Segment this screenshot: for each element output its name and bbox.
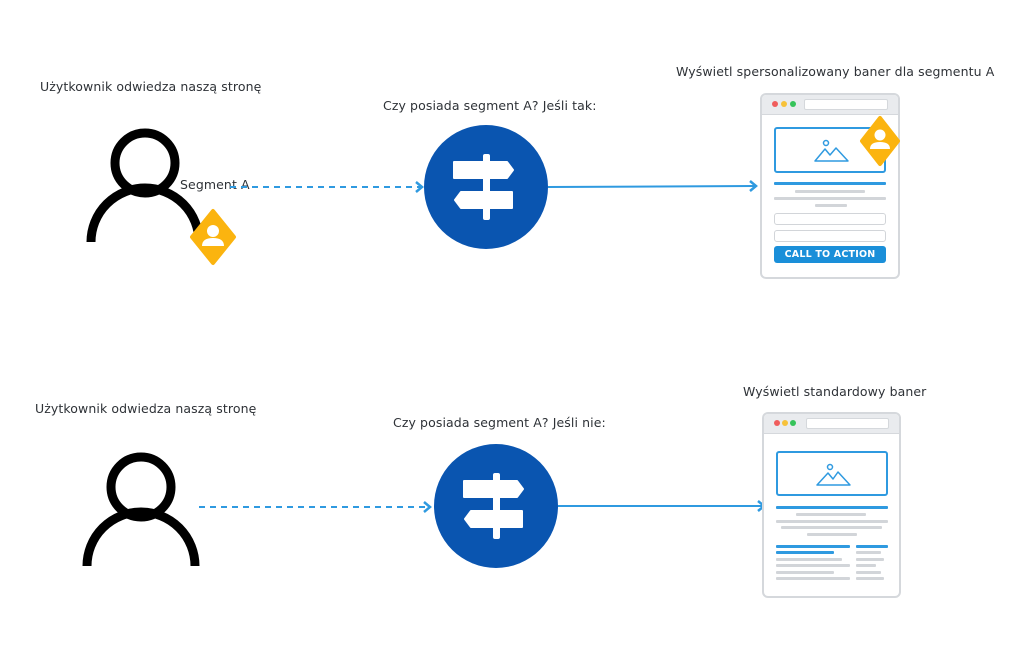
segment-label: Segment A — [180, 177, 250, 192]
text-line — [774, 197, 886, 200]
signpost-icon — [434, 444, 558, 568]
text-line — [815, 204, 847, 207]
text-line — [776, 558, 842, 561]
column-heading-line — [856, 545, 888, 548]
window-close-dot — [772, 101, 778, 107]
heading-line — [774, 182, 886, 185]
result-label: Wyświetl spersonalizowany baner dla segm… — [676, 64, 995, 79]
solid-arrow — [558, 500, 766, 512]
heading-line — [776, 506, 888, 509]
text-line — [856, 558, 884, 561]
form-field — [774, 213, 886, 225]
browser-toolbar — [762, 95, 898, 115]
column-heading-line — [776, 545, 850, 548]
text-line — [776, 571, 834, 574]
decision-label: Czy posiada segment A? Jeśli nie: — [393, 415, 606, 430]
text-line — [776, 520, 888, 523]
call-to-action-button: CALL TO ACTION — [774, 246, 886, 263]
window-maximize-dot — [790, 420, 796, 426]
user-icon — [86, 128, 204, 243]
image-icon — [814, 139, 849, 162]
text-line — [776, 577, 850, 580]
result-label: Wyświetl standardowy baner — [743, 384, 927, 399]
text-line — [807, 533, 857, 536]
browser-toolbar — [764, 414, 899, 434]
dashed-arrow — [199, 501, 432, 513]
standard-banner-icon — [762, 412, 901, 598]
user-visit-label: Użytkownik odwiedza naszą stronę — [40, 79, 262, 94]
text-line — [776, 564, 850, 567]
url-bar — [804, 99, 888, 110]
text-line — [856, 577, 884, 580]
image-icon — [816, 463, 851, 486]
segment-badge-icon — [190, 209, 236, 265]
personalized-banner-icon: CALL TO ACTION — [760, 93, 900, 279]
text-line — [856, 564, 876, 567]
text-line — [795, 190, 865, 193]
url-bar — [806, 418, 889, 429]
window-minimize-dot — [781, 101, 787, 107]
segment-badge-icon — [860, 116, 900, 166]
decision-label: Czy posiada segment A? Jeśli tak: — [383, 98, 597, 113]
dashed-arrow — [230, 181, 424, 193]
column-heading-line — [776, 551, 834, 554]
signpost-icon — [424, 125, 548, 249]
window-close-dot — [774, 420, 780, 426]
solid-arrow — [547, 180, 758, 192]
window-maximize-dot — [790, 101, 796, 107]
text-line — [781, 526, 882, 529]
user-visit-label: Użytkownik odwiedza naszą stronę — [35, 401, 257, 416]
window-minimize-dot — [782, 420, 788, 426]
user-icon — [82, 452, 200, 567]
image-placeholder — [776, 451, 888, 496]
form-field — [774, 230, 886, 242]
text-line — [856, 571, 881, 574]
text-line — [796, 513, 866, 516]
text-line — [856, 551, 881, 554]
